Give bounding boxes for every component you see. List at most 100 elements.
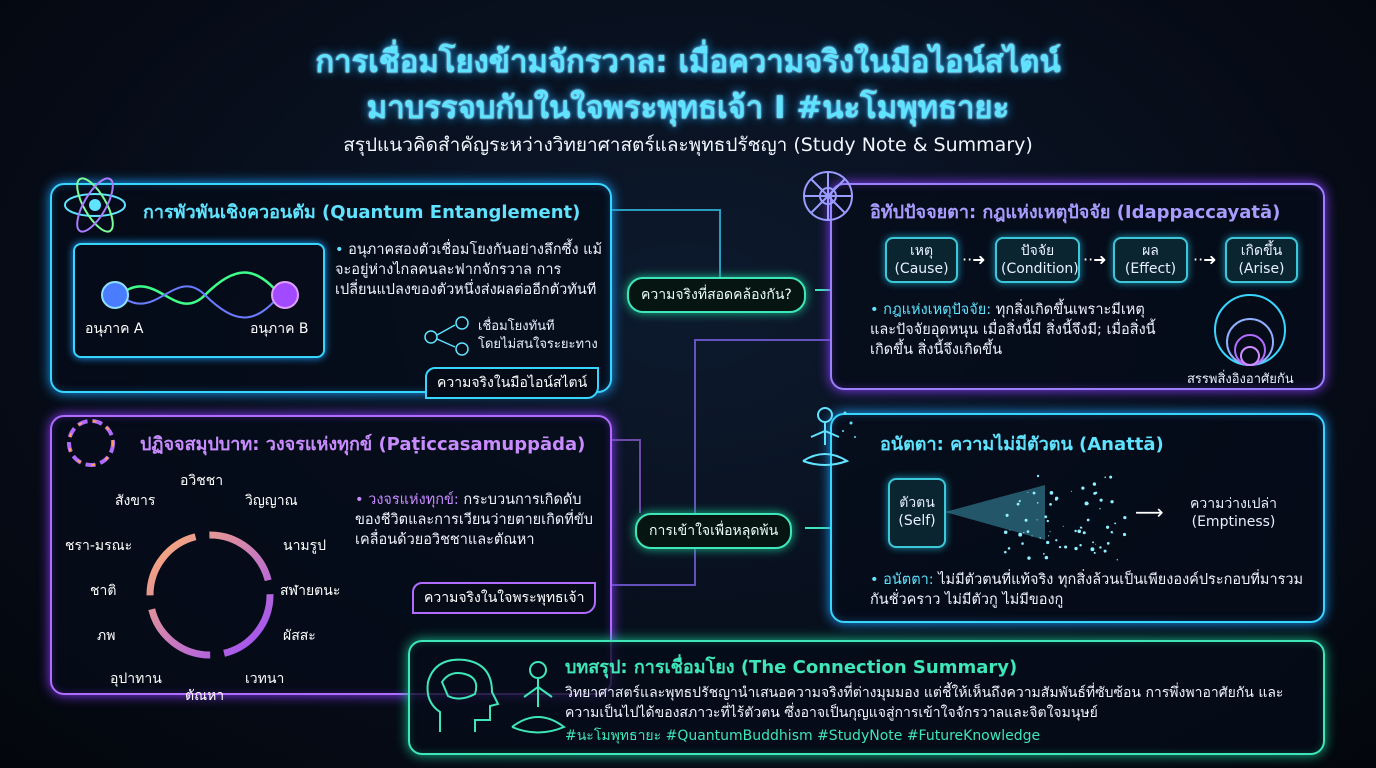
anatta-title: อนัตตา: ความไม่มีตัวตน (Anattā)	[880, 429, 1164, 458]
particle-dot	[1044, 515, 1047, 518]
particle-dot	[1099, 508, 1100, 509]
particle-dot	[1027, 530, 1030, 533]
entanglement-box	[73, 243, 325, 358]
arrow-icon: ··➜	[1083, 250, 1107, 269]
particle-dot	[1023, 532, 1024, 533]
connector-pill-consistent: ความจริงที่สอดคล้องกัน?	[627, 277, 806, 313]
particle-dot	[1093, 492, 1096, 495]
cycle-link-label: ชาติ	[90, 580, 116, 602]
particle-dot	[1110, 500, 1113, 503]
particle-dot	[1071, 491, 1072, 492]
atom-icon	[62, 172, 128, 238]
cycle-link-label: นามรูป	[283, 535, 326, 557]
step-en: (Arise)	[1231, 260, 1292, 278]
particle-a-icon	[102, 282, 128, 308]
cycle-link-label: สังขาร	[115, 490, 155, 512]
quantum-bullet: อนุภาคสองตัวเชื่อมโยงกันอย่างลึกซึ้ง แม้…	[335, 242, 602, 298]
particle-dot	[1087, 519, 1090, 522]
arrow-icon: ··➜	[962, 250, 986, 269]
cycle-link-label: ชรา-มรณะ	[65, 535, 132, 557]
cycle-link-label: อวิชชา	[180, 470, 223, 492]
particle-dot	[1074, 530, 1076, 532]
particle-dot	[1059, 546, 1061, 548]
particle-dot	[1006, 514, 1009, 517]
idappa-bullet-label: กฎแห่งเหตุปัจจัย:	[883, 302, 991, 318]
connector-pill-liberation: การเข้าใจเพื่อหลุดพ้น	[635, 513, 792, 549]
cycle-ring	[135, 520, 285, 670]
arrow-right-icon: ⟶	[1135, 500, 1164, 524]
particle-dot	[1037, 519, 1038, 520]
particle-dot	[1043, 553, 1045, 555]
particle-dot	[1090, 547, 1094, 551]
dharma-wheel-icon	[795, 163, 861, 229]
meditating-person-icon	[512, 662, 564, 733]
particle-dot	[1079, 544, 1081, 546]
particle-dot	[1045, 556, 1049, 560]
particle-dot	[1019, 500, 1020, 501]
summary-title: บทสรุป: การเชื่อมโยง (The Connection Sum…	[565, 652, 1017, 681]
particle-dot	[1109, 476, 1112, 479]
brain-head-icon	[428, 660, 499, 732]
particle-dot	[1031, 535, 1032, 536]
particle-dot	[1074, 547, 1077, 550]
particle-dot	[1123, 533, 1126, 536]
particle-dot	[1080, 526, 1082, 528]
particle-dot	[1095, 544, 1096, 545]
circles-label: สรรพสิ่งอิงอาศัยกัน	[1187, 368, 1294, 389]
self-en: (Self)	[894, 512, 940, 530]
particle-dot	[1107, 542, 1110, 545]
anatta-bullet: ไม่มีตัวตนที่แท้จริง ทุกสิ่งล้วนเป็นเพีย…	[870, 572, 1303, 608]
particle-dot	[1113, 533, 1114, 534]
step-en: (Effect)	[1119, 260, 1182, 278]
cycle-link-label: ภพ	[97, 625, 115, 647]
particle-dot	[1085, 502, 1089, 506]
branch-icon	[422, 315, 472, 357]
particle-dot	[1025, 519, 1028, 522]
particle-b-icon	[272, 282, 298, 308]
particle-dot	[1004, 530, 1008, 534]
cycle-link-label: เวทนา	[245, 668, 284, 690]
particle-dot	[1047, 520, 1049, 522]
particle-dot	[1104, 550, 1107, 553]
dispersion-particles	[945, 470, 1130, 565]
particle-dot	[1092, 541, 1094, 543]
particle-dot	[1046, 541, 1049, 544]
particle-dot	[1050, 531, 1051, 532]
particle-dot	[1106, 526, 1109, 529]
particle-dot	[1117, 559, 1118, 560]
particle-dot	[1021, 542, 1024, 545]
self-th: ตัวตน	[894, 494, 940, 512]
mini-line2: โดยไม่สนใจระยะทาง	[478, 336, 598, 354]
particle-dot	[1037, 502, 1039, 504]
emptiness-th: ความว่างเปล่า	[1190, 495, 1277, 513]
summary-text: วิทยาศาสตร์และพุทธปรัชญานำเสนอความจริงที…	[565, 683, 1310, 723]
arrow-icon: ··➜	[1193, 250, 1217, 269]
patic-bullet-label: วงจรแห่งทุกข์:	[368, 492, 459, 508]
cycle-link-label: ตัณหา	[185, 685, 224, 707]
self-box: ตัวตน(Self)	[888, 478, 946, 548]
step-condition: ปัจจัย(Condition)	[995, 237, 1080, 283]
meditating-figure-icon	[795, 403, 861, 473]
mini-line1: เชื่อมโยงทันที	[478, 318, 598, 336]
particle-dot	[1099, 546, 1101, 548]
idappaccayata-title: อิทัปปัจจยตา: กฎแห่งเหตุปัจจัย (Idappacc…	[870, 197, 1280, 226]
particle-dot	[1064, 545, 1067, 548]
particle-dot	[1081, 487, 1084, 490]
buddha-tag: ความจริงในใจพระพุทธเจ้า	[412, 582, 596, 614]
particle-dot	[1017, 503, 1020, 506]
particle-dot	[1027, 556, 1030, 559]
step-en: (Condition)	[1001, 260, 1074, 278]
particle-dot	[1004, 551, 1007, 554]
particle-dot	[1114, 523, 1116, 525]
particle-dot	[1009, 530, 1010, 531]
einstein-tag: ความจริงในมือไอน์สไตน์	[425, 367, 599, 399]
step-th: ปัจจัย	[1001, 242, 1074, 260]
particle-dot	[1083, 531, 1086, 534]
step-th: ผล	[1119, 242, 1182, 260]
particle-dot	[1093, 482, 1096, 485]
step-cause: เหตุ(Cause)	[885, 237, 958, 283]
cycle-arrows-icon	[60, 412, 122, 474]
particle-dot	[1123, 516, 1126, 519]
anatta-bullet-label: อนัตตา:	[883, 572, 933, 588]
particle-dot	[1027, 492, 1028, 493]
